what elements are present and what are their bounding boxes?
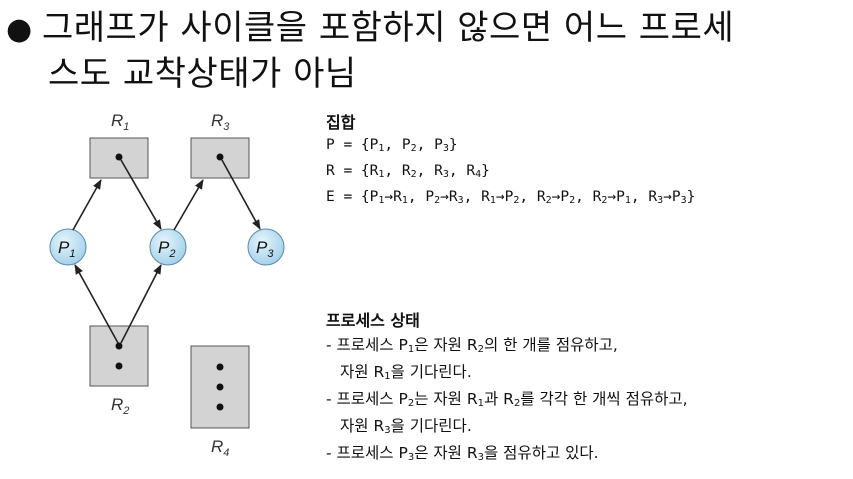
r3-instance-dot	[216, 153, 224, 161]
set-item: R3	[434, 163, 449, 180]
state-title: 프로세스 상태	[326, 311, 420, 330]
set-r-line: R = {R1, R2, R3, R4}	[326, 163, 490, 180]
r2-instance-dot	[115, 362, 123, 370]
state-line-3: - 프로세스 P2는 자원 R1과 R2를 각각 한 개씩 점유하고,	[326, 390, 688, 409]
edge-p1-to-r1	[72, 179, 102, 231]
state-line-5: - 프로세스 P3은 자원 R3을 점유하고 있다.	[326, 444, 599, 463]
sets-title: 집합	[326, 113, 356, 132]
resource-r4-label: R4	[211, 437, 229, 459]
set-item: P1	[369, 137, 385, 154]
set-item: P2	[401, 137, 417, 154]
headline-line-1: 그래프가 사이클을 포함하지 않으면 어느 프로세	[42, 8, 735, 48]
r4-instance-dot	[216, 403, 224, 411]
edge-r2-to-p2	[120, 264, 162, 344]
set-item: P3	[434, 137, 449, 154]
state-line-4: 자원 R3을 기다린다.	[340, 417, 472, 436]
edge-r3-to-p3	[221, 159, 261, 230]
edge-r2-to-p1	[74, 264, 119, 344]
slide-headline: ● 그래프가 사이클을 포함하지 않으면 어느 프로세 스도 교착상태가 아님	[6, 6, 846, 96]
bullet-icon: ●	[6, 12, 33, 47]
process-p1-label: P1	[58, 238, 75, 260]
edge-p2-to-r3	[173, 179, 204, 231]
process-p1-node	[49, 228, 87, 266]
resource-allocation-graph: R1 R3 R2 R4 P1 P2 P3	[49, 111, 285, 459]
r1-instance-dot	[115, 153, 123, 161]
process-state-block: 프로세스 상태 - 프로세스 P1은 자원 R2의 한 개를 점유하고, 자원 …	[326, 310, 688, 469]
process-p2-node	[149, 228, 187, 266]
edge-item: R2→P1	[592, 189, 631, 206]
process-p3-label: P3	[256, 238, 274, 260]
edge-item: R2→P2	[536, 189, 576, 206]
resource-r1-box	[89, 137, 149, 179]
edge-item: R3→P3	[648, 189, 687, 206]
sets-block: 집합 P = {P1, P2, P3} R = {R1, R2, R3, R4}…	[326, 112, 695, 212]
state-line-1: - 프로세스 P1은 자원 R2의 한 개를 점유하고,	[326, 336, 618, 355]
resource-r1-label: R1	[111, 111, 129, 133]
set-item: R4	[466, 163, 482, 180]
resource-r3-label: R3	[211, 111, 230, 133]
set-item: R1	[369, 163, 385, 180]
edge-r1-to-p2	[120, 159, 162, 230]
r2-instance-dot	[115, 342, 123, 350]
set-e-line: E = {P1→R1, P2→R3, R1→P2, R2→P2, R2→P1, …	[326, 189, 696, 206]
process-p2-label: P2	[158, 238, 175, 260]
headline-line-2: 스도 교착상태가 아님	[48, 54, 357, 94]
set-p-line: P = {P1, P2, P3}	[326, 137, 458, 154]
set-item: R2	[401, 163, 417, 180]
process-p3-node	[247, 228, 285, 266]
resource-r2-label: R2	[111, 395, 129, 417]
r4-instance-dot	[216, 363, 224, 371]
resource-r2-box	[89, 325, 149, 387]
r4-instance-dot	[216, 383, 224, 391]
edge-item: R1→P2	[481, 189, 520, 206]
edge-item: P1→R1	[369, 189, 408, 206]
state-line-2: 자원 R1을 기다린다.	[340, 363, 472, 382]
edge-item: P2→R3	[425, 189, 464, 206]
